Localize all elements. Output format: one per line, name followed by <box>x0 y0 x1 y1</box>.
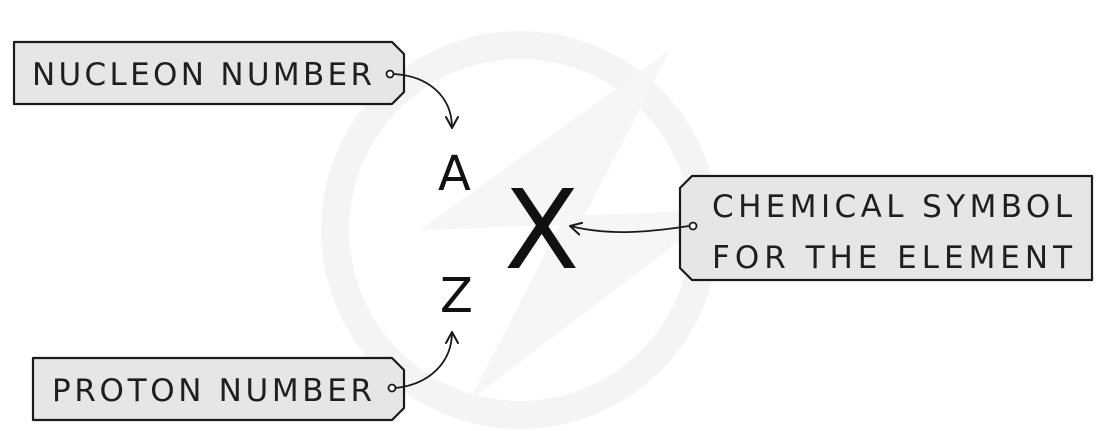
proton-number-label: PROTON NUMBER <box>52 373 372 409</box>
chemical-symbol-arrow <box>569 221 690 236</box>
chemical-symbol-connector-dot <box>688 221 698 231</box>
nucleon-arrow <box>393 73 459 129</box>
nucleon-number-label: NUCLEON NUMBER <box>32 57 372 93</box>
mass-number-symbol: A <box>438 146 471 202</box>
proton-number-box: PROTON NUMBER <box>31 356 406 422</box>
atomic-number-symbol: Z <box>440 268 473 324</box>
proton-connector-dot <box>387 383 397 393</box>
nucleon-number-box: NUCLEON NUMBER <box>12 40 406 106</box>
chemical-symbol-box: CHEMICAL SYMBOL FOR THE ELEMENT <box>678 174 1094 282</box>
chemical-symbol-label-line1: CHEMICAL SYMBOL <box>712 189 1073 225</box>
nucleon-connector-dot <box>385 69 395 79</box>
proton-arrow <box>395 331 459 389</box>
element-symbol: X <box>504 166 579 294</box>
